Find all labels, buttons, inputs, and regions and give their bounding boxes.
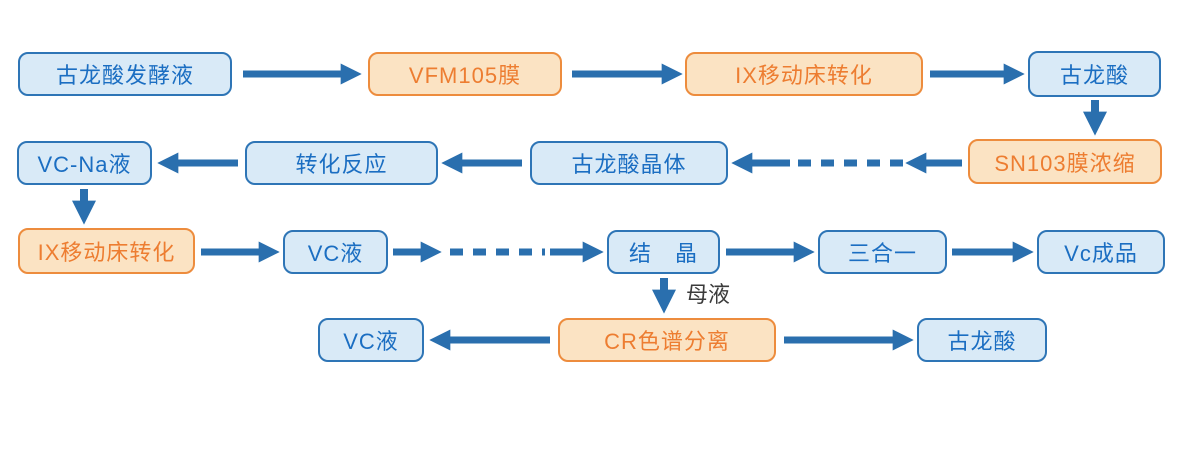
node-ix-moving-bed-2: IX移动床转化 [18,228,195,274]
node-label: CR色谱分离 [604,329,730,354]
node-vfm105-membrane: VFM105膜 [368,52,562,96]
node-vc-na-liquid: VC-Na液 [17,141,152,185]
node-label: 古龙酸 [1059,63,1129,88]
node-gulonic-acid-2: 古龙酸 [917,318,1047,362]
node-label: VFM105膜 [408,63,522,88]
node-label: IX移动床转化 [37,240,176,265]
node-three-in-one: 三合一 [818,230,947,274]
node-label: 结 晶 [628,241,698,266]
node-label: Vc成品 [1064,241,1138,266]
node-conversion-reaction: 转化反应 [245,141,438,185]
node-label: VC-Na液 [37,152,132,177]
node-label: 三合一 [847,241,917,266]
node-fermentation-broth: 古龙酸发酵液 [18,52,232,96]
node-cr-chromatography: CR色谱分离 [558,318,776,362]
node-label: 转化反应 [295,152,388,177]
node-gulonic-acid-crystal: 古龙酸晶体 [530,141,728,185]
node-sn103-membrane: SN103膜浓缩 [968,139,1162,184]
node-vc-liquid-2: VC液 [318,318,424,362]
node-label: VC液 [343,329,399,354]
node-label: 古龙酸 [947,329,1017,354]
node-label: VC液 [307,241,364,266]
node-label: 古龙酸发酵液 [55,63,194,88]
node-ix-moving-bed-1: IX移动床转化 [685,52,923,96]
node-label: SN103膜浓缩 [994,150,1136,176]
node-vc-liquid-1: VC液 [283,230,388,274]
node-gulonic-acid-1: 古龙酸 [1028,51,1161,97]
node-crystallization: 结 晶 [607,230,720,274]
mother-liquor-label: 母液 [686,282,731,307]
node-label: IX移动床转化 [735,63,873,88]
node-label: 古龙酸晶体 [571,152,687,177]
node-vc-product: Vc成品 [1037,230,1165,274]
